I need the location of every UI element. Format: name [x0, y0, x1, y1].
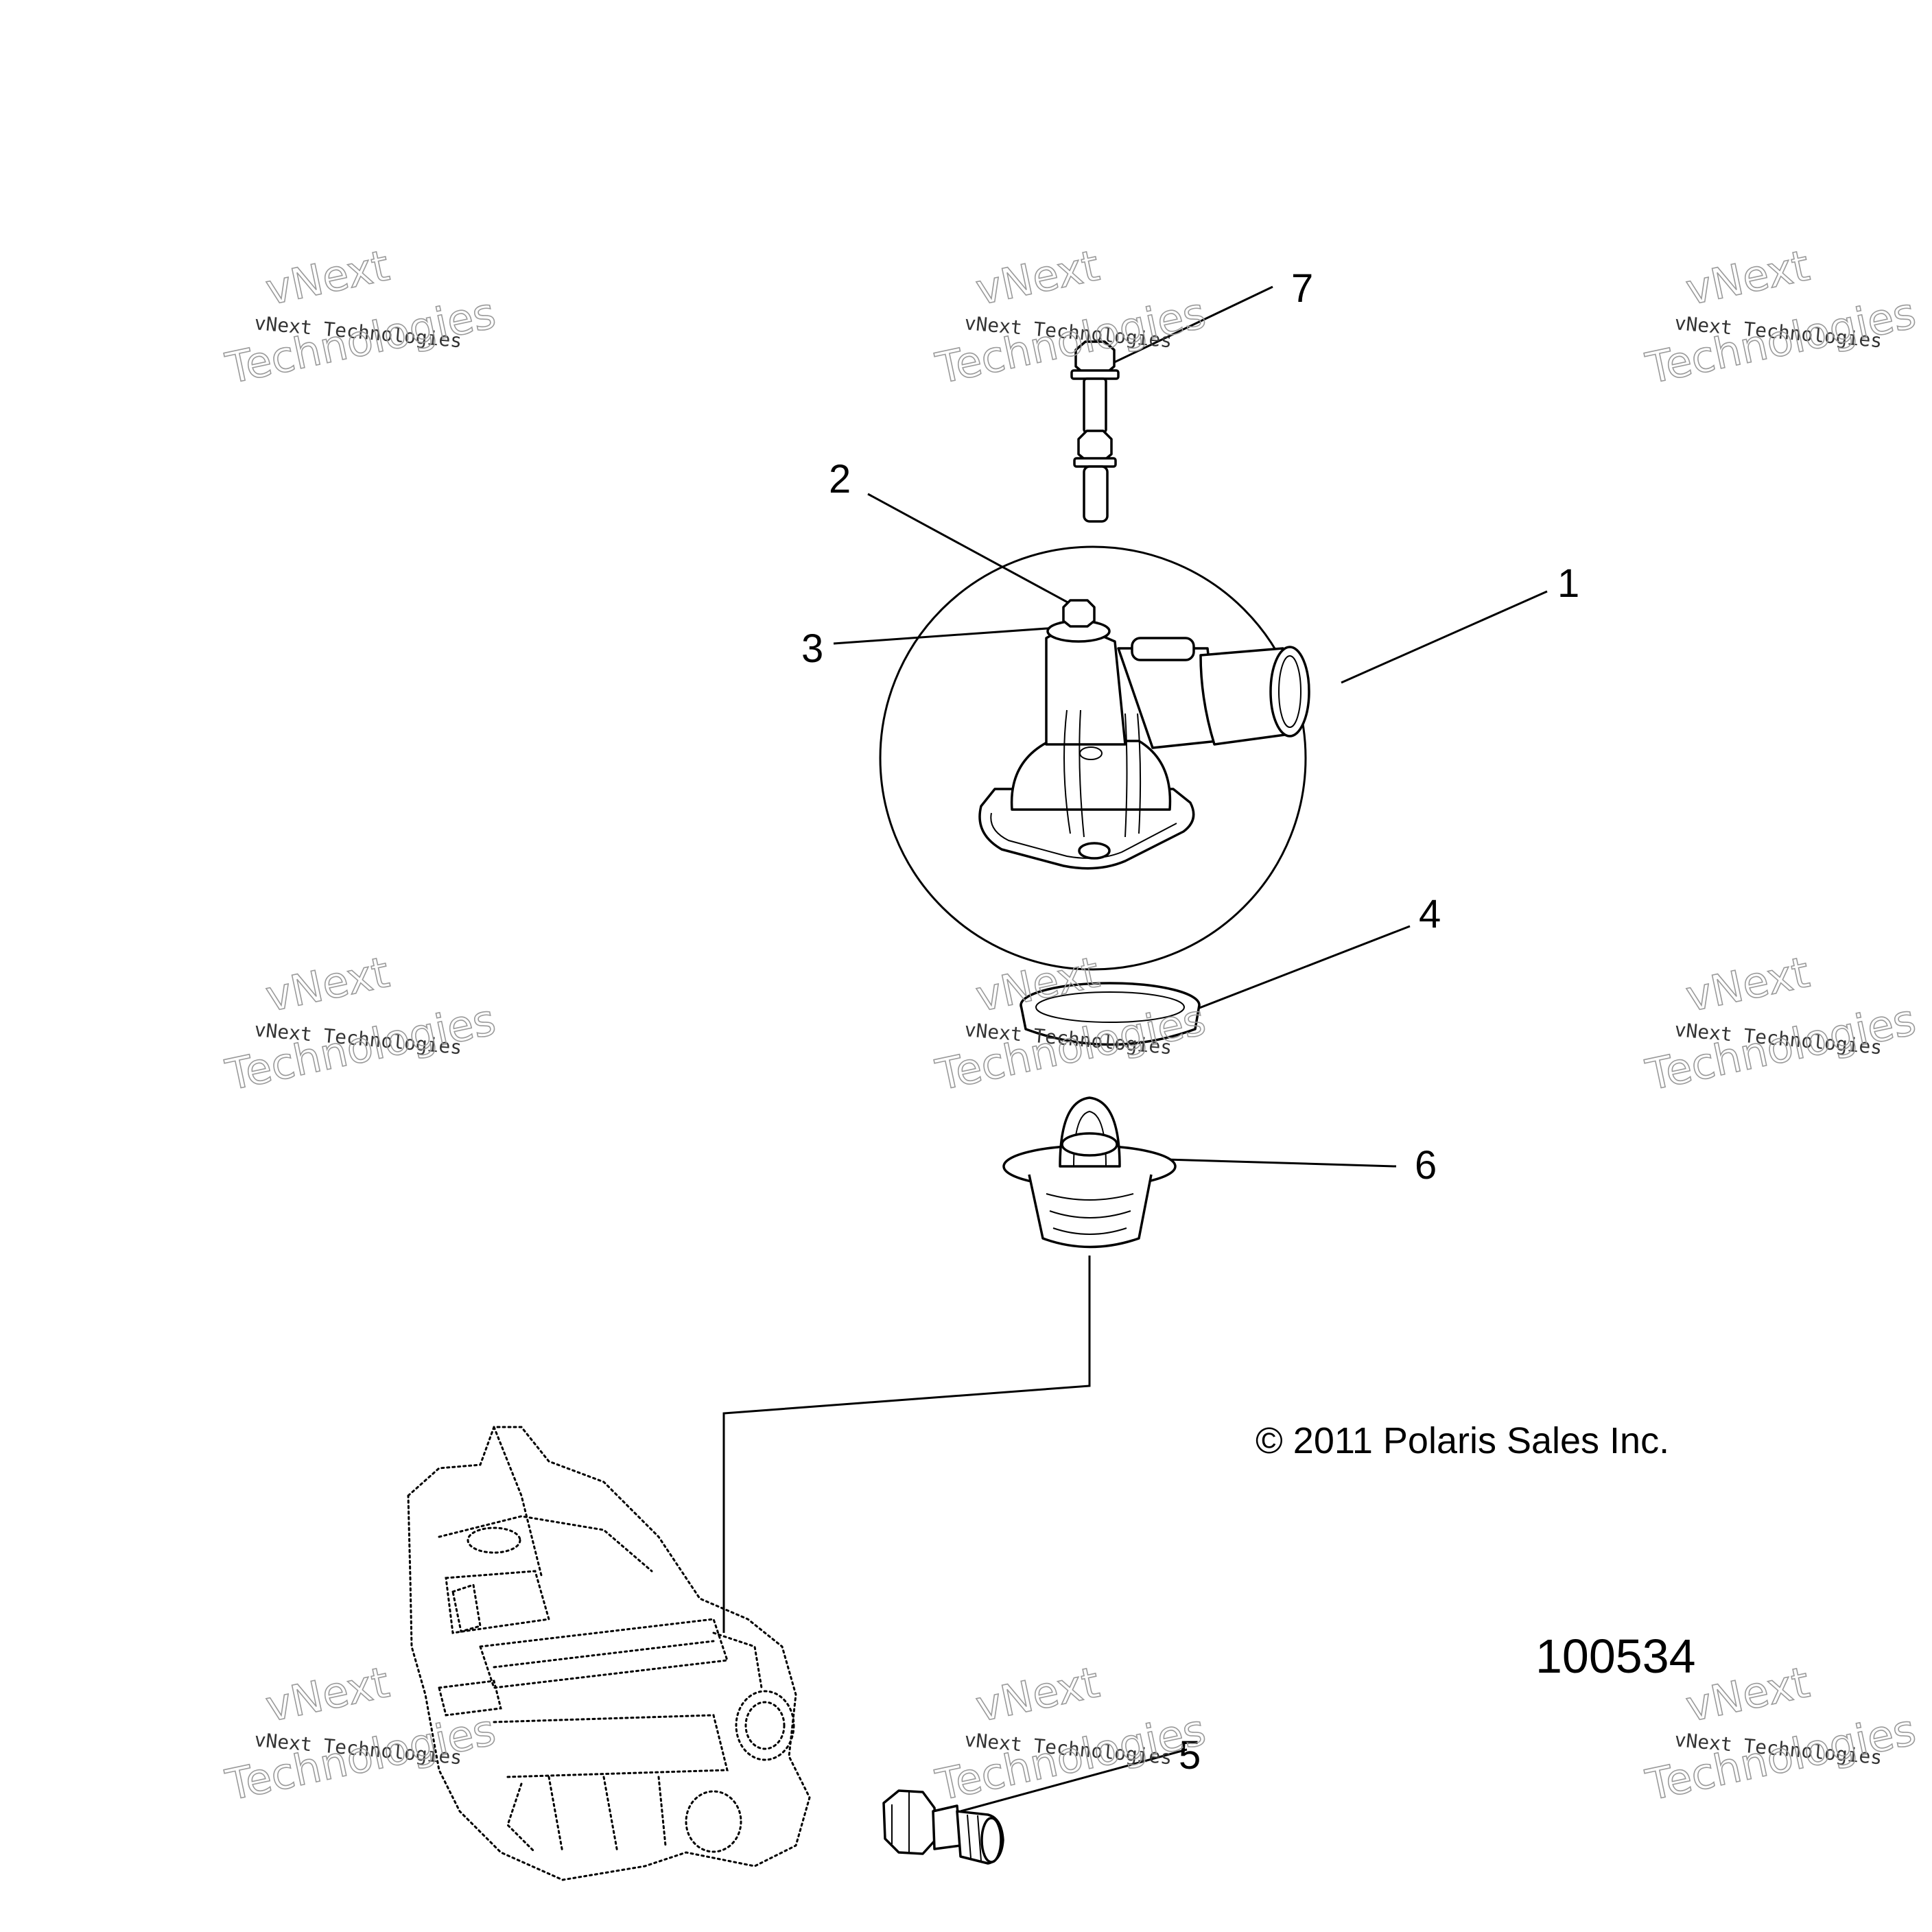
svg-text:Technologies: Technologies — [222, 1704, 500, 1810]
svg-text:Technologies: Technologies — [1642, 287, 1920, 393]
watermark: vNext vNext Technologies Technologies — [1641, 239, 1920, 394]
svg-text:Technologies: Technologies — [932, 1704, 1210, 1810]
copyright-notice: © 2011 Polaris Sales Inc. — [1256, 1420, 1669, 1461]
svg-text:vNext: vNext — [971, 1657, 1103, 1732]
watermark: vNext vNext Technologies Technologies — [931, 946, 1210, 1100]
watermarks: vNext vNext Technologies Technologies vN… — [221, 239, 1920, 1811]
svg-text:vNext: vNext — [1682, 947, 1813, 1022]
svg-text:Technologies: Technologies — [932, 287, 1210, 393]
svg-text:vNext: vNext — [261, 1657, 393, 1732]
thermostat-icon — [1002, 1096, 1177, 1249]
watermark: vNext vNext Technologies Technologies — [931, 1656, 1210, 1811]
svg-text:vNext: vNext — [1682, 240, 1813, 315]
svg-text:Technologies: Technologies — [222, 994, 500, 1100]
callout-3: 3 — [801, 626, 823, 671]
callout-labels: 7 2 3 1 4 6 5 — [801, 266, 1579, 1778]
diagram-number: 100534 — [1535, 1629, 1696, 1683]
watermark: vNext vNext Technologies Technologies — [221, 946, 500, 1100]
svg-text:vNext: vNext — [261, 947, 393, 1022]
seal-ring-icon — [1020, 982, 1201, 1046]
watermark: vNext vNext Technologies Technologies — [1641, 946, 1920, 1100]
callout-4: 4 — [1419, 892, 1441, 936]
hose-fitting-icon — [882, 1789, 1004, 1865]
leader-lines — [722, 285, 1548, 1813]
bolt-icon — [1070, 340, 1120, 523]
watermark: vNext vNext Technologies Technologies — [931, 239, 1210, 394]
svg-text:Technologies: Technologies — [1642, 1704, 1920, 1810]
svg-text:Technologies: Technologies — [222, 287, 500, 393]
svg-text:vNext: vNext — [261, 240, 393, 315]
svg-text:vNext: vNext — [971, 240, 1103, 315]
watermark: vNext vNext Technologies Technologies — [221, 1656, 500, 1811]
callout-7: 7 — [1291, 266, 1313, 311]
svg-text:Technologies: Technologies — [1642, 994, 1920, 1100]
callout-1: 1 — [1557, 561, 1579, 606]
svg-text:vNext: vNext — [1682, 1657, 1813, 1732]
engine-block-icon — [407, 1426, 811, 1881]
watermark: vNext vNext Technologies Technologies — [221, 239, 500, 394]
thermostat-housing-icon — [879, 545, 1310, 971]
callout-6: 6 — [1415, 1143, 1437, 1188]
callout-2: 2 — [829, 457, 851, 502]
callout-5: 5 — [1179, 1733, 1201, 1778]
